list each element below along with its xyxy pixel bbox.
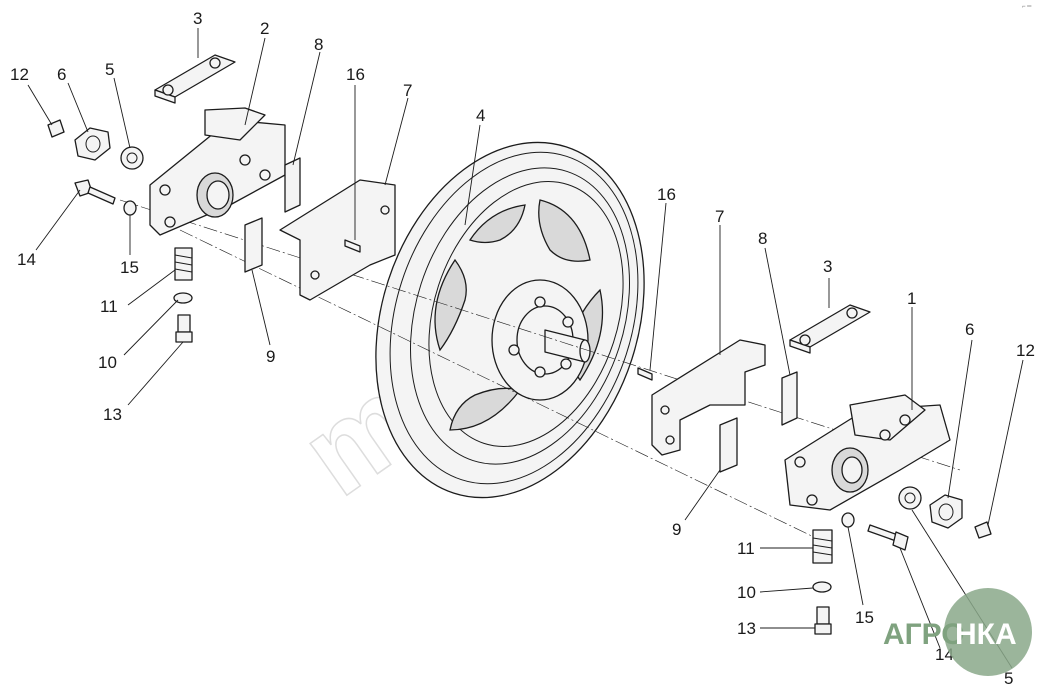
- corner-mark: ⌐ ═: [1022, 4, 1032, 10]
- callout-5-right: 5: [1004, 669, 1013, 688]
- callout-8-left: 8: [314, 35, 323, 54]
- callout-13-left: 13: [103, 405, 122, 424]
- right-pin-16: [637, 367, 653, 381]
- right-washer-5: [898, 486, 922, 510]
- callout-12-right: 12: [1016, 341, 1035, 360]
- right-plug-12: [974, 521, 992, 539]
- left-bracket-7: [279, 179, 396, 301]
- left-pin-16: [344, 239, 361, 253]
- callout-7-right: 7: [715, 207, 724, 226]
- logo-text-left: АГРО: [883, 618, 965, 651]
- left-washer-15: [123, 200, 137, 216]
- callout-16-right: 16: [657, 185, 676, 204]
- right-disc-10: [812, 581, 832, 593]
- left-disc-10: [173, 292, 193, 304]
- callout-12-left: 12: [10, 65, 29, 84]
- callout-16-left: 16: [346, 65, 365, 84]
- logo-circle: [944, 588, 1032, 676]
- callout-6-left: 6: [57, 65, 66, 84]
- callout-4-wheel: 4: [476, 106, 485, 125]
- left-shim-8: [284, 157, 301, 213]
- callout-3-right: 3: [823, 257, 832, 276]
- right-bolt-14: [867, 524, 909, 551]
- idler-wheel: [375, 141, 645, 499]
- callout-15-left: 15: [120, 258, 139, 277]
- callout-1-right: 1: [907, 289, 916, 308]
- right-shim-9: [719, 417, 738, 473]
- callout-11-left: 11: [100, 297, 118, 316]
- callout-7-left: 7: [403, 81, 412, 100]
- left-washer-5: [120, 146, 144, 170]
- right-plate-3: [789, 304, 871, 354]
- callout-11-right: 11: [737, 539, 755, 558]
- callout-14-left: 14: [17, 250, 36, 269]
- left-bracket-2: [149, 107, 286, 236]
- callout-6-right: 6: [965, 320, 974, 339]
- left-spring-11: [174, 247, 193, 281]
- right-shim-8: [781, 371, 798, 426]
- left-bolt-14: [74, 179, 116, 205]
- right-nut-6: [929, 494, 963, 529]
- agronka-logo: АГРО НКА: [883, 588, 1032, 676]
- callout-8-right: 8: [758, 229, 767, 248]
- callout-9-left: 9: [266, 347, 275, 366]
- left-nut-6: [74, 127, 111, 161]
- right-washer-15: [841, 512, 855, 528]
- callout-3-left: 3: [193, 9, 202, 28]
- callout-2-left: 2: [260, 19, 269, 38]
- callout-10-left: 10: [98, 353, 117, 372]
- right-bracket-7: [651, 339, 766, 456]
- left-shim-9: [244, 217, 263, 273]
- callout-15-right: 15: [855, 608, 874, 627]
- callout-9-right: 9: [672, 520, 681, 539]
- callout-10-right: 10: [737, 583, 756, 602]
- logo-text-right: НКА: [955, 618, 1017, 651]
- right-spring-11: [812, 529, 833, 564]
- right-bracket-1: [784, 394, 951, 511]
- right-bolt-13: [814, 606, 832, 635]
- left-bolt-13: [175, 314, 193, 343]
- left-plate-3: [154, 54, 236, 104]
- callout-5-left: 5: [105, 60, 114, 79]
- callout-13-right: 13: [737, 619, 756, 638]
